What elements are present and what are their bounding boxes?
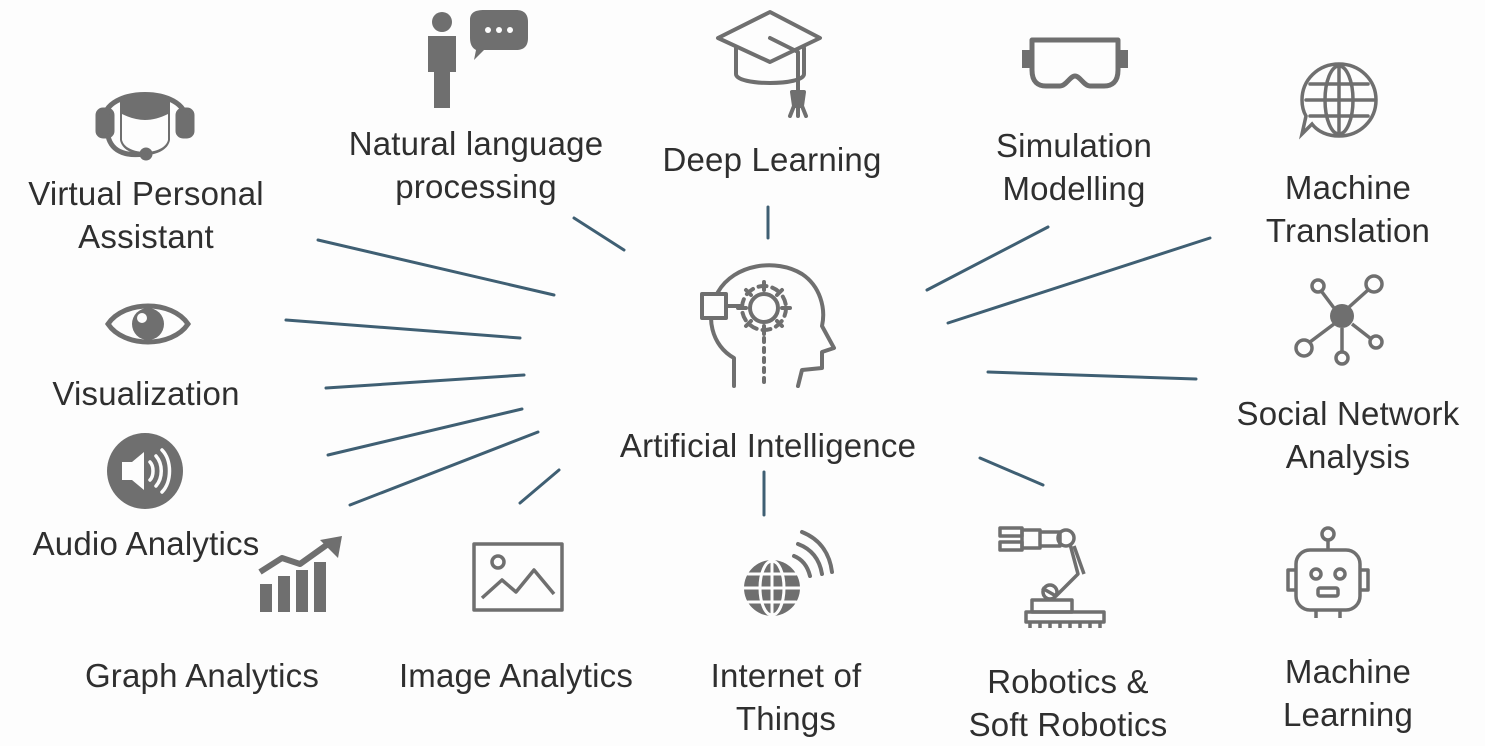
- node-natural-language-processing: Natural language processing: [348, 125, 604, 205]
- node-virtual-personal-assistant: Virtual Personal Assistant: [28, 175, 264, 255]
- speaker-icon: [106, 432, 184, 510]
- node-visualization: Visualization: [52, 375, 240, 412]
- connector-line: [326, 407, 524, 457]
- image-frame-icon: [472, 542, 564, 612]
- node-image-analytics: Image Analytics: [398, 657, 634, 694]
- node-deep-learning: Deep Learning: [662, 141, 882, 178]
- node-robotics-soft-robotics: Robotics & Soft Robotics: [968, 663, 1168, 743]
- vr-goggles-icon: [1020, 36, 1130, 92]
- node-audio-analytics: Audio Analytics: [32, 525, 260, 562]
- node-social-network-analysis: Social Network Analysis: [1236, 395, 1460, 475]
- node-machine-translation: Machine Translation: [1265, 169, 1431, 249]
- graduation-cap-icon: [714, 6, 824, 118]
- head-gear-icon: [698, 252, 838, 392]
- node-internet-of-things: Internet of Things: [710, 657, 862, 737]
- connector-line: [284, 318, 522, 340]
- connector-line: [518, 468, 561, 505]
- robot-head-icon: [1280, 526, 1376, 620]
- node-machine-learning: Machine Learning: [1282, 653, 1414, 733]
- connector-line: [986, 370, 1198, 381]
- person-speech-bubble-icon: [420, 10, 530, 110]
- robot-arm-icon: [998, 518, 1108, 630]
- node-simulation-modelling: Simulation Modelling: [995, 127, 1153, 207]
- node-graph-analytics: Graph Analytics: [84, 657, 320, 694]
- network-graph-icon: [1290, 272, 1390, 368]
- connector-line: [925, 225, 1050, 292]
- connector-line: [348, 430, 540, 507]
- globe-signal-icon: [738, 528, 834, 624]
- connector-line: [316, 238, 556, 297]
- connector-line: [572, 216, 626, 252]
- connector-line: [946, 236, 1212, 325]
- center-label: Artificial Intelligence: [619, 427, 917, 464]
- connector-line: [978, 456, 1045, 487]
- globe-chat-icon: [1298, 60, 1380, 142]
- bar-trend-icon: [258, 536, 346, 614]
- eye-icon: [104, 296, 192, 352]
- connector-line: [324, 373, 526, 390]
- headset-person-icon: [90, 64, 200, 174]
